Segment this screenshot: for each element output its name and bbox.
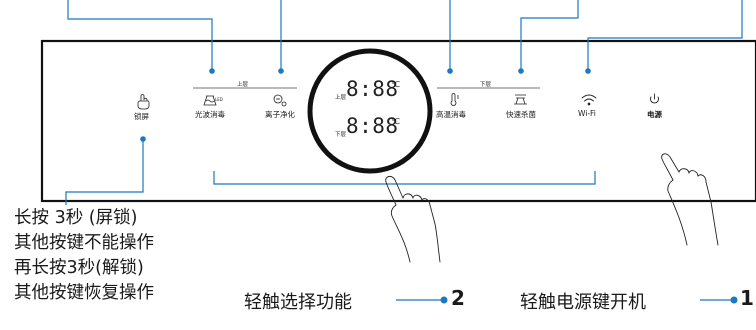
display-upper-value: 8:88: [346, 77, 399, 101]
display-lower-unit: ℃: [391, 117, 400, 126]
upper-zone-title: 上层: [237, 82, 249, 88]
power-key-label[interactable]: 电源: [647, 110, 662, 119]
lock-hand-icon: [137, 94, 150, 110]
function-bracket: [213, 171, 596, 185]
lock-callout: [65, 136, 146, 205]
display-lower-value: 8:88: [346, 114, 399, 138]
top-callouts: [67, 0, 743, 70]
step2-text: 轻触选择功能: [244, 292, 352, 313]
step2-number: 2: [451, 286, 465, 310]
lock-key-label[interactable]: 锁屏: [134, 112, 149, 121]
svg-text:LED: LED: [215, 97, 223, 102]
display-upper-unit: ℃: [391, 80, 400, 89]
fast-sterilize-icon: [514, 94, 527, 105]
display-ring: [307, 48, 433, 174]
thermometer-icon: [450, 93, 459, 106]
lock-instruction-line-2: 其他按键不能操作: [14, 233, 154, 253]
hand-pointer-icon: [661, 153, 719, 246]
upper-key-light-wave[interactable]: 光波消毒: [195, 110, 225, 119]
upper-key-ion-purify[interactable]: 离子净化: [265, 110, 295, 119]
lock-instruction-line-3: 再长按3秒(解锁): [14, 258, 144, 278]
power-icon: [650, 93, 659, 104]
lock-instruction-line-4: 其他按键恢复操作: [14, 283, 154, 303]
step1-dot: [730, 296, 738, 304]
step2-dot: [440, 296, 448, 304]
hand-pointer-icon: [385, 175, 441, 263]
wifi-key-label[interactable]: Wi-Fi: [578, 109, 596, 118]
lock-instruction-line-1: 长按 3秒 (屏锁): [14, 208, 138, 228]
lower-key-high-temp[interactable]: 高温消毒: [436, 110, 466, 119]
display-lower-tag: 下层: [335, 132, 347, 138]
display-upper-tag: 上层: [335, 95, 347, 101]
wifi-icon: [581, 94, 597, 106]
control-panel-frame: [40, 39, 756, 203]
light-wave-icon: LED: [203, 95, 223, 106]
top-callout-dots: [209, 68, 591, 74]
step1-number: 1: [740, 286, 754, 310]
step1-text: 轻触电源键开机: [520, 292, 646, 313]
ion-purify-icon: [273, 94, 287, 107]
lower-key-fast-sterilize[interactable]: 快速杀菌: [506, 110, 536, 119]
lower-zone-title: 下层: [480, 82, 492, 88]
